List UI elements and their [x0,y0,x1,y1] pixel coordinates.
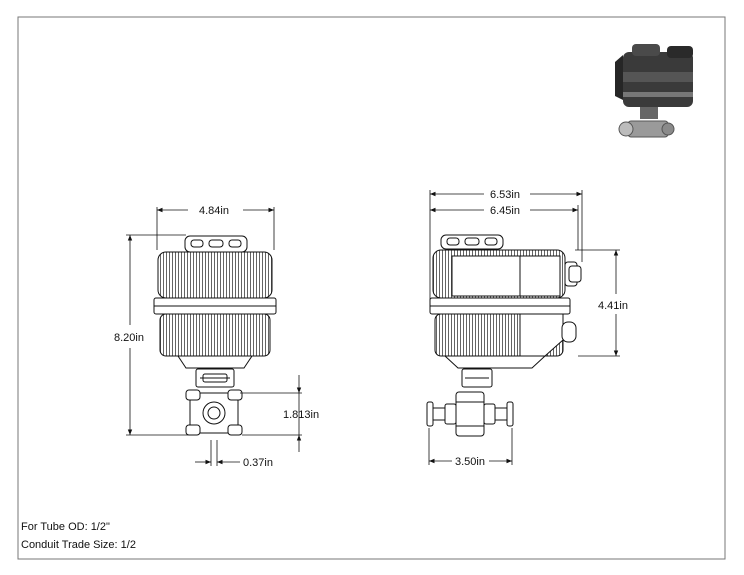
side-overall-width-label: 6.53in [490,189,520,201]
valve-height-label: 1.813in [283,409,319,421]
front-view [153,235,277,436]
side-actuator-height-label: 4.41in [598,300,628,312]
side-dimensions [428,190,620,465]
side-body-width-label: 6.45in [490,205,520,217]
tube-od-note: For Tube OD: 1/2" [21,521,110,533]
side-view [426,234,582,437]
side-valve-width-label: 3.50in [455,456,485,468]
conduit-size-note: Conduit Trade Size: 1/2 [21,539,136,551]
front-width-label: 4.84in [199,205,229,217]
front-height-label: 8.20in [114,332,144,344]
sheet-border [17,16,726,560]
port-width-label: 0.37in [243,457,273,469]
iso-thumbnail-image [615,44,693,138]
front-dimensions [126,207,302,466]
